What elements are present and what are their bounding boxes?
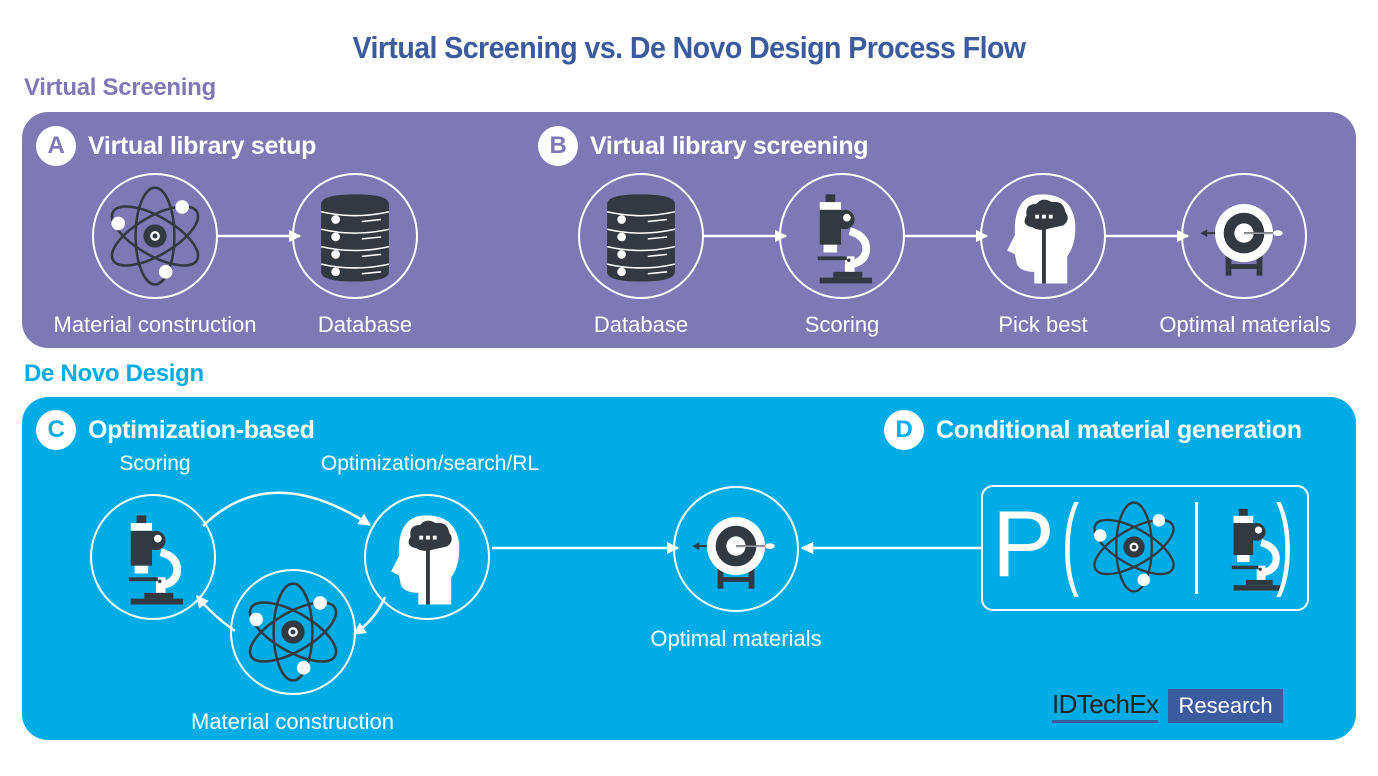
logo-main: IDTechEx bbox=[1052, 689, 1159, 723]
node-optimal-materials-vs bbox=[1181, 173, 1307, 299]
step-badge-b: B bbox=[538, 126, 578, 166]
database-icon bbox=[294, 175, 416, 297]
node-database-b bbox=[578, 173, 704, 299]
step-a-heading: Virtual library setup bbox=[88, 131, 317, 160]
label-scoring-b: Scoring bbox=[804, 312, 880, 337]
step-d-header: D Conditional material generation bbox=[884, 410, 1302, 450]
node-pick-best bbox=[980, 173, 1106, 299]
step-c-heading: Optimization-based bbox=[88, 415, 315, 444]
label-material-construction: Material construction bbox=[53, 312, 257, 337]
close-paren: ) bbox=[1276, 484, 1293, 598]
idtechex-logo: IDTechEx Research bbox=[1052, 689, 1283, 723]
atom-icon bbox=[232, 571, 354, 693]
section-label-de-novo: De Novo Design bbox=[24, 360, 204, 387]
node-material-construction-c bbox=[230, 569, 356, 695]
logo-sub: Research bbox=[1168, 689, 1283, 723]
atom-icon bbox=[94, 175, 216, 297]
node-scoring-c bbox=[90, 494, 216, 620]
step-badge-d: D bbox=[884, 410, 924, 450]
given-separator bbox=[1195, 502, 1198, 594]
probability-symbol: P bbox=[992, 491, 1055, 596]
node-material-construction bbox=[92, 173, 218, 299]
step-a-header: A Virtual library setup bbox=[36, 126, 316, 166]
microscope-icon bbox=[1198, 491, 1310, 603]
open-paren: ( bbox=[1062, 484, 1079, 598]
target-icon bbox=[675, 488, 797, 610]
conditional-generation-formula bbox=[981, 485, 1309, 611]
section-label-virtual-screening: Virtual Screening bbox=[24, 74, 216, 101]
label-material-construction-c: Material construction bbox=[191, 709, 394, 734]
page-title: Virtual Screening vs. De Novo Design Pro… bbox=[352, 30, 1027, 65]
label-database-a: Database bbox=[317, 312, 413, 337]
database-icon bbox=[580, 175, 702, 297]
node-database-a bbox=[292, 173, 418, 299]
step-c-header: C Optimization-based bbox=[36, 410, 315, 450]
step-b-header: B Virtual library screening bbox=[538, 126, 869, 166]
node-scoring-b bbox=[779, 173, 905, 299]
microscope-icon bbox=[781, 175, 903, 297]
formula-microscope bbox=[1198, 491, 1310, 603]
label-optimal-materials-vs: Optimal materials bbox=[1159, 312, 1331, 337]
brain-head-icon bbox=[982, 175, 1104, 297]
label-database-b: Database bbox=[593, 312, 689, 337]
microscope-icon bbox=[92, 496, 214, 618]
brain-head-icon bbox=[366, 496, 488, 618]
node-optimization bbox=[364, 494, 490, 620]
atom-icon bbox=[1078, 491, 1190, 603]
label-optimal-materials-dn: Optimal materials bbox=[650, 626, 822, 651]
formula-atom bbox=[1078, 491, 1190, 603]
step-d-heading: Conditional material generation bbox=[936, 415, 1302, 444]
node-optimal-materials-dn bbox=[673, 486, 799, 612]
label-optimization-search-rl: Optimization/search/RL bbox=[320, 452, 540, 475]
target-icon bbox=[1183, 175, 1305, 297]
label-scoring-c: Scoring bbox=[119, 452, 191, 475]
step-b-heading: Virtual library screening bbox=[590, 131, 869, 160]
label-pick-best: Pick best bbox=[998, 312, 1088, 337]
step-badge-a: A bbox=[36, 126, 76, 166]
step-badge-c: C bbox=[36, 410, 76, 450]
